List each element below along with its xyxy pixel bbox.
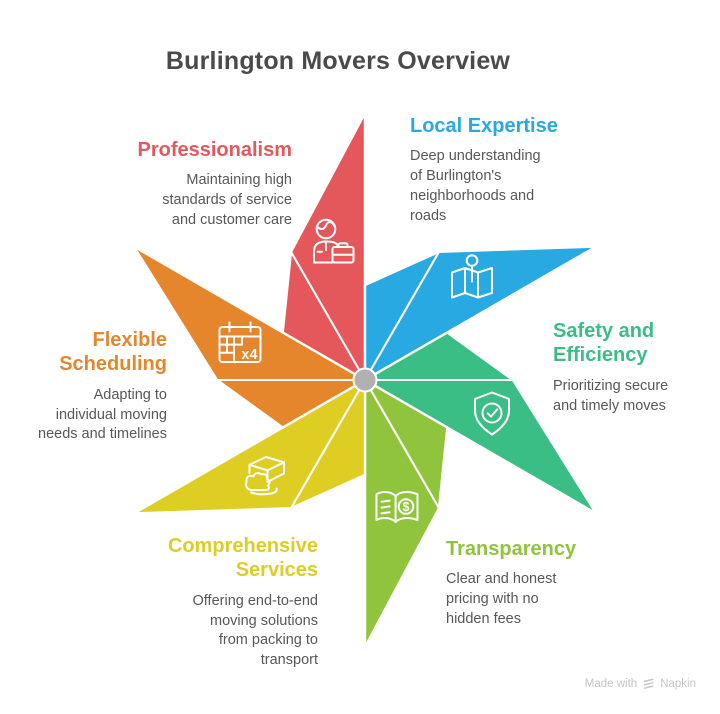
section-comprehensive-services: Comprehensive Services Offering end-to-e… — [103, 534, 318, 671]
page-title: Burlington Movers Overview — [165, 47, 511, 75]
watermark-brand: Napkin — [660, 678, 696, 690]
professionalism-heading: Professionalism — [137, 139, 292, 161]
napkin-logo-icon — [643, 678, 654, 689]
svg-text:$: $ — [403, 500, 410, 514]
person-briefcase-icon — [313, 218, 355, 264]
professionalism-blade-divider — [290, 251, 366, 381]
book-dollar-icon: $ — [375, 491, 419, 523]
section-transparency: Transparency Clear and honest pricing wi… — [446, 537, 626, 630]
comprehensive-services-blade-divider — [290, 379, 366, 509]
map-pin-icon — [451, 254, 493, 299]
section-safety-and-efficiency: Safety and Efficiency Prioritizing secur… — [553, 319, 718, 416]
safety-and-efficiency-heading: Safety and Efficiency — [553, 320, 655, 367]
svg-text:x4: x4 — [241, 347, 257, 363]
local-expertise-blade-divider — [364, 251, 440, 381]
box-package-icon — [245, 456, 285, 496]
comprehensive-services-description: Offering end-to-end moving solutions fro… — [192, 592, 318, 668]
transparency-heading: Transparency — [446, 538, 577, 560]
flexible-scheduling-description: Adapting to individual moving needs and … — [38, 386, 167, 443]
transparency-description: Clear and honest pricing with no hidden … — [446, 571, 557, 627]
center-hub — [352, 367, 378, 393]
professionalism-description: Maintaining high standards of service an… — [162, 172, 292, 228]
section-local-expertise: Local Expertise Deep understanding of Bu… — [410, 114, 600, 226]
calendar-x4-icon: x4 — [218, 321, 262, 363]
section-flexible-scheduling: Flexible Scheduling Adapting to individu… — [2, 328, 167, 445]
watermark-prefix: Made with — [584, 678, 638, 690]
transparency-blade-divider — [364, 379, 440, 509]
safety-and-efficiency-description: Prioritizing secure and timely moves — [553, 377, 669, 414]
shield-check-icon — [474, 391, 510, 436]
local-expertise-description: Deep understanding of Burlington's neigh… — [410, 148, 541, 224]
flexible-scheduling-heading: Flexible Scheduling — [59, 329, 167, 376]
made-with-napkin-watermark: Made with Napkin — [585, 678, 696, 690]
local-expertise-heading: Local Expertise — [410, 115, 558, 137]
section-professionalism: Professionalism Maintaining high standar… — [72, 138, 292, 231]
comprehensive-services-heading: Comprehensive Services — [167, 535, 318, 582]
